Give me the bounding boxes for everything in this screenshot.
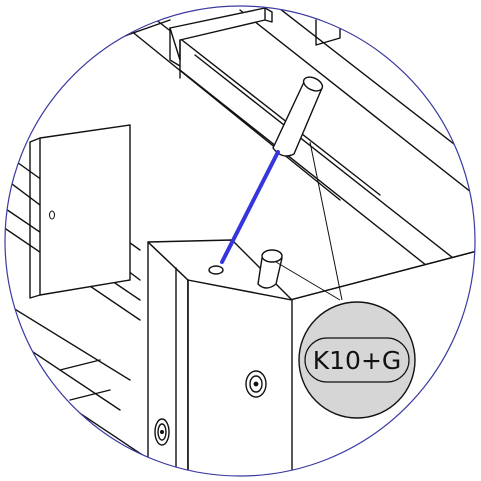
wooden-dowel-icon — [272, 76, 324, 157]
part-code-label: K10+G — [313, 346, 402, 375]
detail-circle-outline — [4, 5, 476, 477]
leader-line — [275, 261, 341, 301]
leader-line — [309, 141, 343, 301]
insertion-path-line — [220, 150, 280, 264]
dowel-hole — [208, 265, 224, 275]
side-panel — [29, 124, 131, 299]
wooden-dowel-icon — [257, 249, 283, 289]
cam-screw-icon — [245, 370, 267, 398]
part-callout: K10+G — [298, 301, 416, 419]
cam-screw-icon — [154, 418, 170, 446]
